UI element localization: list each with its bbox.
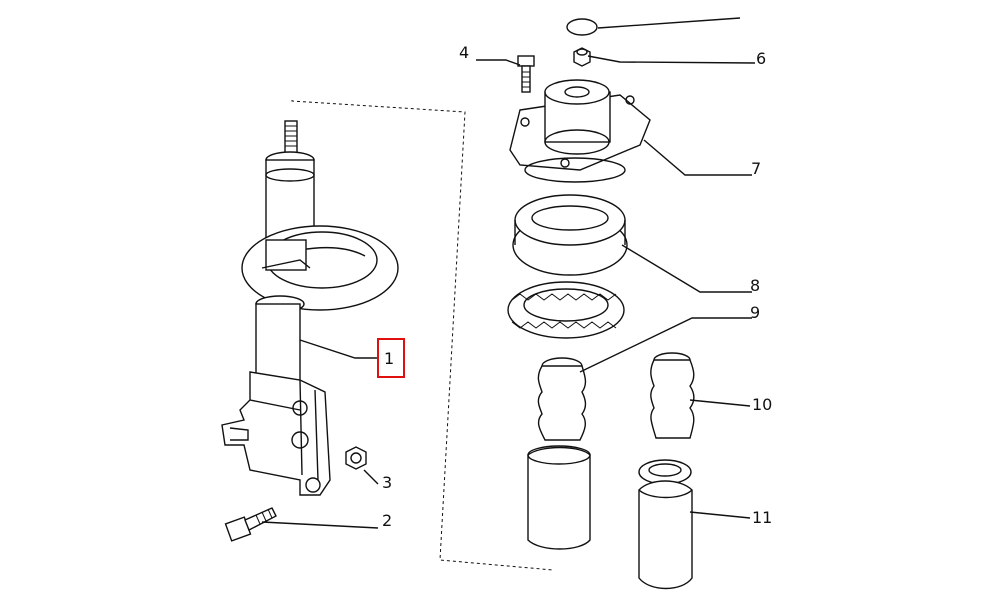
top-nut-part[interactable] xyxy=(573,47,591,67)
bolt-part[interactable] xyxy=(224,507,277,542)
callout-label-2[interactable]: 2 xyxy=(382,511,392,530)
callout-label-7[interactable]: 7 xyxy=(751,159,761,178)
callout-label-11[interactable]: 11 xyxy=(752,508,772,527)
callout-label-9[interactable]: 9 xyxy=(750,303,760,322)
strut-assembly[interactable] xyxy=(221,120,399,496)
callout-label-4[interactable]: 4 xyxy=(459,43,469,62)
top-bolt-part[interactable] xyxy=(517,55,535,93)
callout-label-8[interactable]: 8 xyxy=(750,276,760,295)
callout-label-3[interactable]: 3 xyxy=(382,473,392,492)
callout-label-6[interactable]: 6 xyxy=(756,49,766,68)
dust-boot-part[interactable] xyxy=(527,357,591,550)
spring-pad-part[interactable] xyxy=(507,281,625,339)
leader-lines xyxy=(261,17,756,529)
top-mount-part[interactable] xyxy=(509,79,651,183)
bearing-ring-part[interactable] xyxy=(512,194,628,276)
callout-label-10[interactable]: 10 xyxy=(752,395,772,414)
cap-part[interactable] xyxy=(566,18,598,36)
nut-part[interactable] xyxy=(345,446,367,470)
assembly-dashed-outline xyxy=(291,100,554,571)
callout-label-1[interactable]: 1 xyxy=(384,349,394,368)
bump-stop-part[interactable] xyxy=(650,352,695,439)
boot-part-11[interactable] xyxy=(638,459,693,590)
highlight-box-1 xyxy=(377,338,405,378)
